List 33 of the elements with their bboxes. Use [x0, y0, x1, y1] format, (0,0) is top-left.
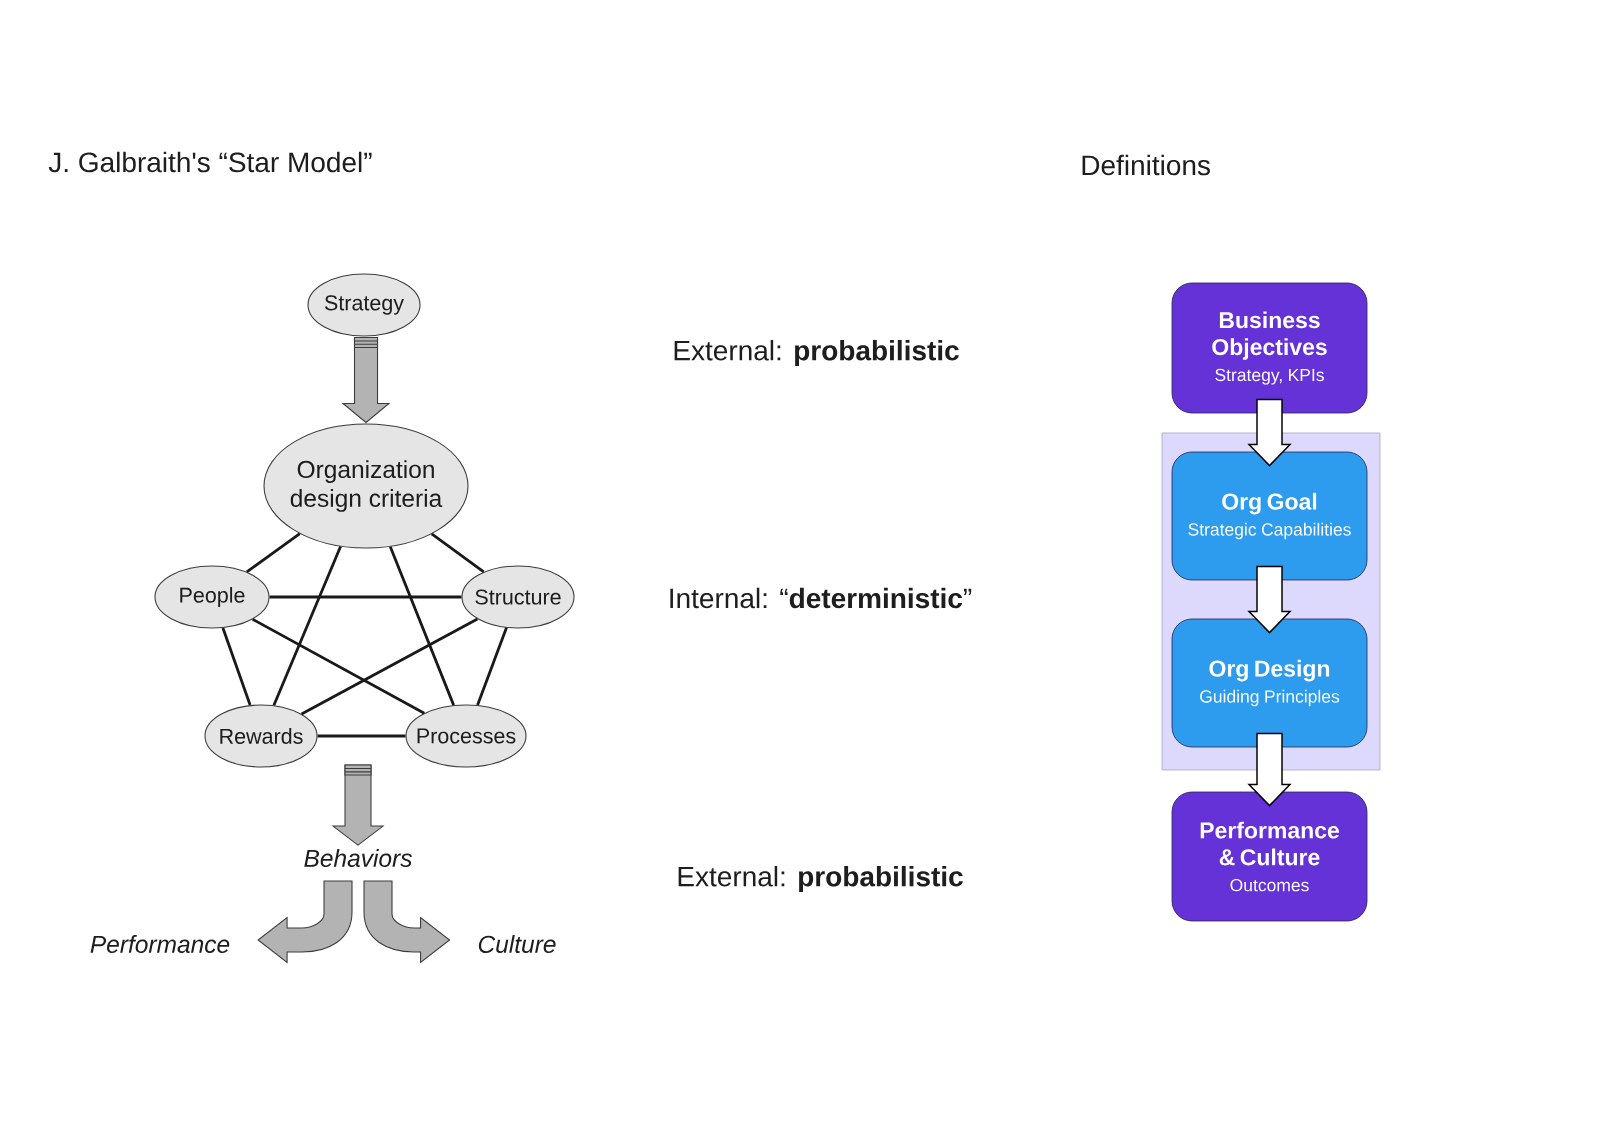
- connector-line: [476, 627, 508, 706]
- heading: Definitions: [1082, 154, 1210, 176]
- ellipse-node: Organization design criteria: [263, 423, 469, 549]
- ellipse-node: Rewards: [204, 704, 318, 768]
- ellipse-node: Processes: [405, 704, 527, 768]
- connector-line: [430, 532, 485, 574]
- connector-line: [317, 734, 406, 738]
- rounded-box: Business Objectives Strategy, KPIs: [1171, 282, 1368, 414]
- connector-line: [269, 595, 462, 599]
- connector-line: [300, 617, 479, 716]
- connector-line: [252, 618, 425, 715]
- text-label: Internal: “deterministic”: [670, 587, 972, 609]
- connector-line: [272, 546, 342, 706]
- block-arrow: [1247, 732, 1292, 807]
- text-label: Performance: [90, 935, 230, 953]
- curved-arrow: [363, 880, 451, 964]
- text-label: External: probabilistic: [674, 339, 959, 367]
- text-label: External: probabilistic: [678, 865, 963, 893]
- ellipse-node: People: [154, 565, 270, 629]
- block-arrow: [1247, 398, 1292, 467]
- rounded-box: Org Goal Strategic Capabilities: [1171, 451, 1368, 581]
- curved-arrow: [257, 880, 353, 964]
- text-label: Culture: [478, 935, 556, 953]
- rounded-box: Performance & Culture Outcomes: [1171, 791, 1368, 922]
- text-label: Behaviors: [304, 849, 412, 867]
- heading: J. Galbraith's “Star Model”: [48, 151, 372, 173]
- rounded-box: Org Design Guiding Principles: [1171, 618, 1368, 748]
- block-arrow: [1247, 565, 1292, 634]
- connector-line: [389, 546, 455, 706]
- ellipse-node: Strategy: [307, 273, 421, 337]
- connector-line: [246, 532, 301, 574]
- connector-line: [221, 627, 252, 706]
- ellipse-node: Structure: [461, 565, 575, 629]
